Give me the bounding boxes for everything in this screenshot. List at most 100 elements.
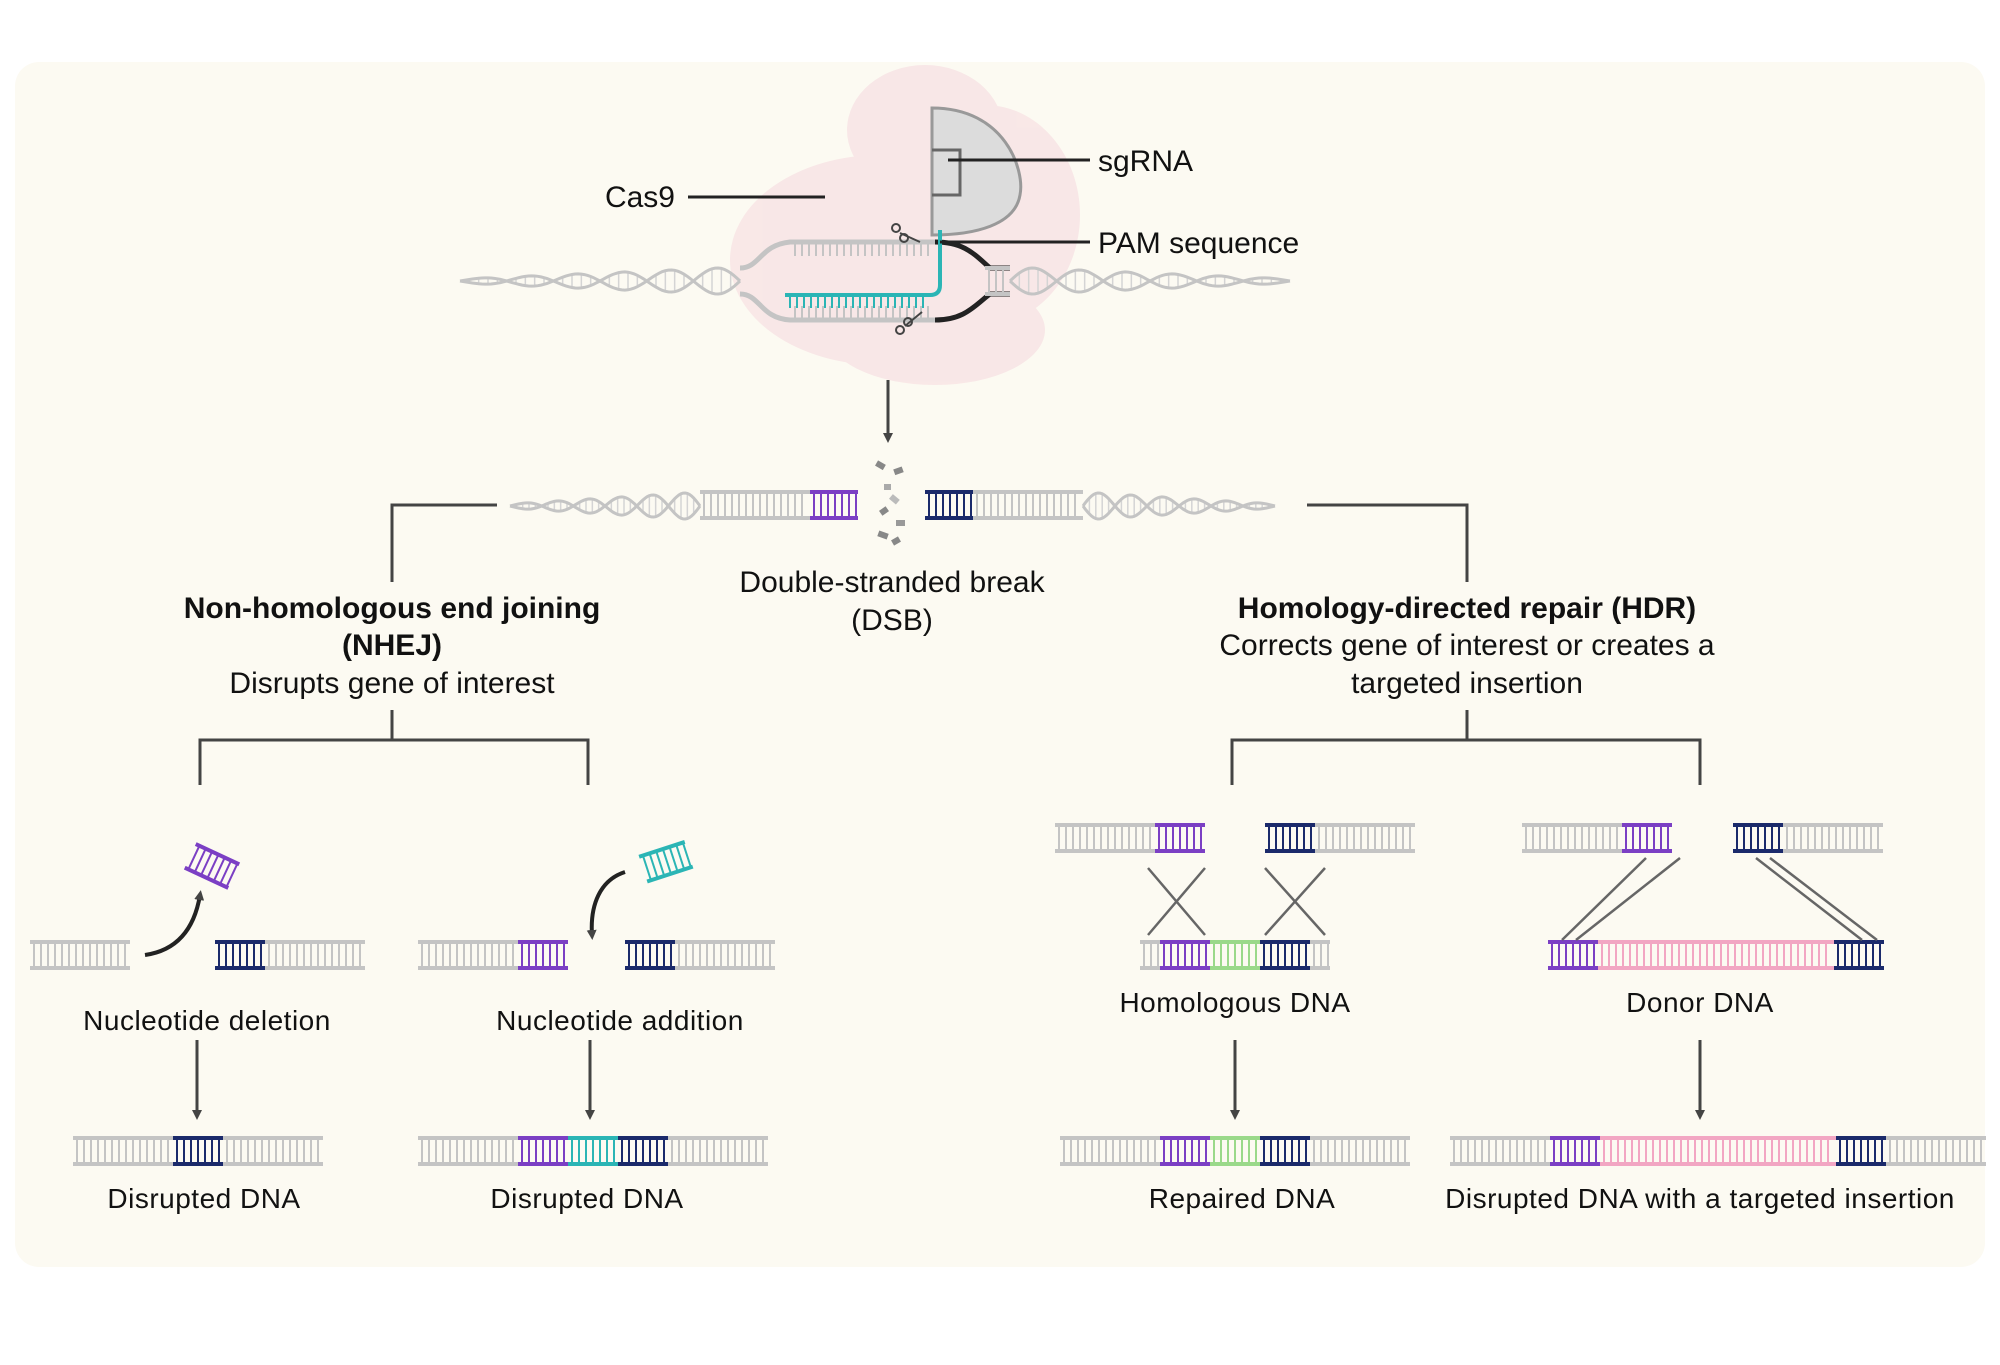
hom-t-green [1210, 940, 1260, 970]
background-panel [15, 62, 1985, 1267]
deletion-right [215, 940, 365, 970]
nucleotide-deletion-label: Nucleotide deletion [83, 1005, 331, 1036]
homologous-dna-label: Homologous DNA [1119, 987, 1350, 1018]
hdr-subtitle-line2: targeted insertion [1351, 667, 1583, 700]
ins-navy [1836, 1136, 1886, 1166]
pam-rungs [985, 266, 1010, 296]
add-gray-right [675, 940, 775, 970]
homologous-dna [1055, 823, 1415, 1166]
hom-top-navy [1265, 823, 1315, 853]
addition-curved-arrow [586, 870, 626, 940]
dsb-fragments [875, 460, 905, 546]
dsb-left-purple [810, 490, 858, 520]
cas9-dna [459, 230, 1291, 323]
addition-dna [418, 840, 775, 1166]
nhej-subtitle: Disrupts gene of interest [229, 667, 555, 700]
repaired-dna [1060, 1136, 1410, 1166]
don-top-navy [1733, 823, 1783, 853]
del-navy [215, 940, 265, 970]
dsb-helix-left [509, 491, 702, 521]
ins-gray-a [1450, 1136, 1550, 1166]
added-teal [638, 840, 694, 884]
del-gray-right [265, 940, 365, 970]
hom-top-purple [1155, 823, 1205, 853]
don-t-purple [1548, 940, 1598, 970]
sgrna-shape [930, 106, 1023, 237]
disrupted-dna-1 [73, 1136, 323, 1166]
ins-gray-b [1886, 1136, 1986, 1166]
deletion-left [30, 940, 130, 970]
don-top-right [1733, 823, 1883, 853]
homologous-crossover-lines [1147, 867, 1326, 936]
dsb-label-line1: Double-stranded break [739, 566, 1045, 599]
don-top-purple [1622, 823, 1672, 853]
donor-dna-label: Donor DNA [1626, 987, 1774, 1018]
pam-label: PAM sequence [1098, 227, 1299, 260]
nucleotide-addition-label: Nucleotide addition [496, 1005, 744, 1036]
disrupted-dna-label-2: Disrupted DNA [490, 1183, 683, 1214]
hom-top-left [1055, 823, 1205, 853]
deletion-dna [30, 842, 365, 1166]
dsb-left-gray [700, 490, 810, 520]
rep-green [1210, 1136, 1260, 1166]
ins-pink [1600, 1136, 1836, 1166]
add-gray-left [418, 940, 518, 970]
add-purple [518, 940, 568, 970]
don-top-gray-l [1522, 823, 1622, 853]
donor-crossover-lines [1561, 857, 1878, 941]
dr2-gray-a [418, 1136, 518, 1166]
cas9-label: Cas9 [605, 181, 675, 214]
nhej-title-line1: Non-homologous end joining [184, 592, 601, 625]
hom-t-navy [1260, 940, 1310, 970]
hom-top-gray-l [1055, 823, 1155, 853]
hom-t-gray-l [1140, 940, 1160, 970]
dr1-gray-a [73, 1136, 173, 1166]
dr1-gray-b [223, 1136, 323, 1166]
rep-gray-a [1060, 1136, 1160, 1166]
ins-purple [1550, 1136, 1600, 1166]
don-top-left [1522, 823, 1672, 853]
hdr-title: Homology-directed repair (HDR) [1238, 592, 1696, 625]
dr2-purple [518, 1136, 568, 1166]
dsb-right-navy [925, 490, 973, 520]
dsb-right-strand [925, 490, 1083, 520]
disrupted-insertion-label: Disrupted DNA with a targeted insertion [1445, 1183, 1955, 1214]
connector-lines [198, 503, 1702, 785]
added-fragment [638, 840, 694, 884]
scissors-icon [891, 223, 923, 335]
disrupted-dna-2 [418, 1136, 768, 1166]
dsb-helix-right [1081, 491, 1276, 521]
disrupted-insertion-dna [1450, 1136, 1986, 1166]
addition-left [418, 940, 568, 970]
add-navy [625, 940, 675, 970]
repaired-dna-label: Repaired DNA [1149, 1183, 1336, 1214]
guide-rna-strand [785, 230, 942, 308]
cas9-leader-lines [688, 158, 1090, 244]
dr2-gray-b [668, 1136, 768, 1166]
don-t-navy [1834, 940, 1884, 970]
dr2-navy [618, 1136, 668, 1166]
hom-t-purple [1160, 940, 1210, 970]
cas9-complex: Cas9 sgRNA PAM sequence [459, 65, 1299, 385]
sgrna-label: sgRNA [1098, 145, 1193, 178]
dsb-label-line2: (DSB) [851, 604, 933, 637]
dsb-dna [509, 490, 1276, 521]
cas9-helix-right [1008, 266, 1291, 296]
nhej-title-line2: (NHEJ) [342, 629, 442, 662]
don-t-pink [1598, 940, 1834, 970]
cas9-unwound-dna [739, 239, 935, 323]
dr1-navy [173, 1136, 223, 1166]
rep-navy [1260, 1136, 1310, 1166]
don-top-gray-r [1783, 823, 1883, 853]
deleted-fragment [183, 842, 241, 890]
donor-dna [1450, 823, 1986, 1166]
dr2-teal [568, 1136, 618, 1166]
rep-gray-b [1310, 1136, 1410, 1166]
dsb-left-strand [700, 490, 858, 520]
hom-top-gray-r [1315, 823, 1415, 853]
homologous-template [1140, 940, 1330, 970]
rep-purple [1160, 1136, 1210, 1166]
cas9-helix-left [459, 266, 742, 296]
donor-template [1548, 940, 1884, 970]
